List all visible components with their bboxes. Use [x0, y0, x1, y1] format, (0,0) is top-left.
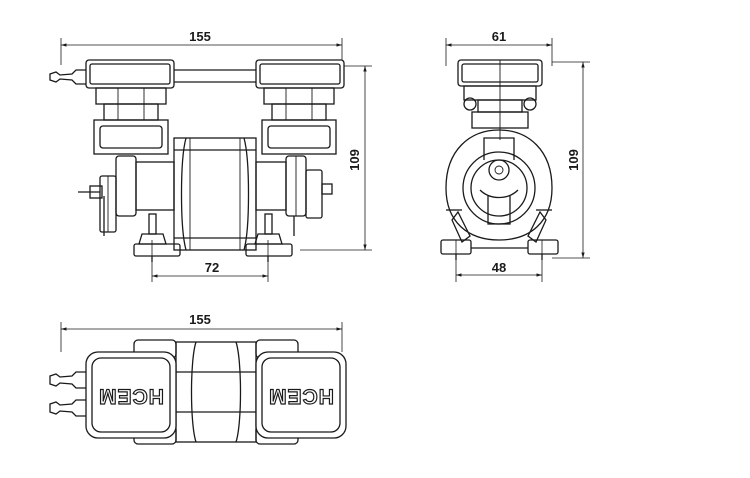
- side-mount-feet: [440, 210, 559, 260]
- top-width-label: 155: [189, 312, 211, 327]
- side-motor-body: [445, 129, 553, 241]
- front-height-label: 109: [347, 149, 362, 171]
- mount-foot-right: [245, 213, 293, 262]
- front-view: 155 109 72: [49, 29, 372, 282]
- pump-head-left: [85, 59, 175, 155]
- pump-head-right: [255, 59, 345, 155]
- side-width-label: 61: [492, 29, 506, 44]
- side-pump-head: [457, 59, 543, 140]
- motor-body: [173, 137, 257, 251]
- top-hose-barbs: [49, 371, 86, 417]
- front-width-label: 155: [189, 29, 211, 44]
- crank-left: [78, 155, 175, 236]
- front-mount-spacing-label: 72: [205, 260, 219, 275]
- side-view: 61 109 48: [440, 29, 590, 282]
- mount-foot-left: [133, 213, 181, 262]
- hose-barb-left: [49, 69, 86, 85]
- top-head-right: HCEM: [255, 351, 347, 439]
- side-mount-spacing-label: 48: [492, 260, 506, 275]
- logo-right: HCEM: [268, 384, 334, 407]
- side-height-label: 109: [566, 149, 581, 171]
- logo-left: HCEM: [98, 384, 164, 407]
- crank-right: [255, 155, 333, 236]
- top-head-left: HCEM: [85, 351, 177, 439]
- top-view: 155 HCEM HCEM: [49, 312, 347, 445]
